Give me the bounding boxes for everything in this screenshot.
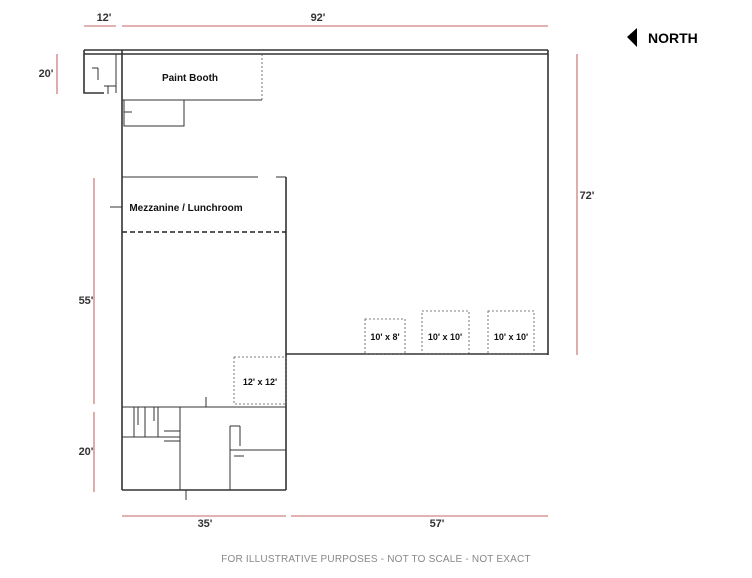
dimension-left-top: 20' xyxy=(39,68,54,80)
overhead-door-10x8: 10' x 8' xyxy=(364,318,406,355)
dimension-top-main: 92' xyxy=(311,12,326,24)
paint-booth-label: Paint Booth xyxy=(162,73,218,84)
dimension-left-bottom: 20' xyxy=(79,446,94,458)
dimension-bottom-right: 57' xyxy=(430,518,445,530)
compass-label: NORTH xyxy=(648,30,698,46)
vestibule xyxy=(92,54,117,94)
door-10x8-label: 10' x 8' xyxy=(370,332,399,342)
door-12x12-label: 12' x 12' xyxy=(243,377,277,387)
north-arrow-icon xyxy=(627,28,637,47)
dimension-top-left: 12' xyxy=(97,12,112,24)
mezzanine-label: Mezzanine / Lunchroom xyxy=(129,203,242,214)
overhead-door-10x10-a: 10' x 10' xyxy=(421,310,470,355)
overhead-door-12x12: 12' x 12' xyxy=(233,356,287,405)
door-10x10-a-label: 10' x 10' xyxy=(428,332,462,342)
disclaimer-footer: FOR ILLUSTRATIVE PURPOSES - NOT TO SCALE… xyxy=(221,554,531,565)
compass: NORTH xyxy=(627,28,698,47)
dimension-lines xyxy=(56,25,578,517)
door-10x10-b-label: 10' x 10' xyxy=(494,332,528,342)
mezzanine-room: Mezzanine / Lunchroom xyxy=(110,176,286,233)
overhead-door-10x10-b: 10' x 10' xyxy=(487,310,535,355)
dimension-left-middle: 55' xyxy=(79,295,94,307)
dimension-bottom-left: 35' xyxy=(198,518,213,530)
office-partitions xyxy=(122,397,286,500)
paint-booth-room: Paint Booth xyxy=(122,54,263,127)
dimension-right: 72' xyxy=(580,190,595,202)
building-walls xyxy=(83,49,549,491)
